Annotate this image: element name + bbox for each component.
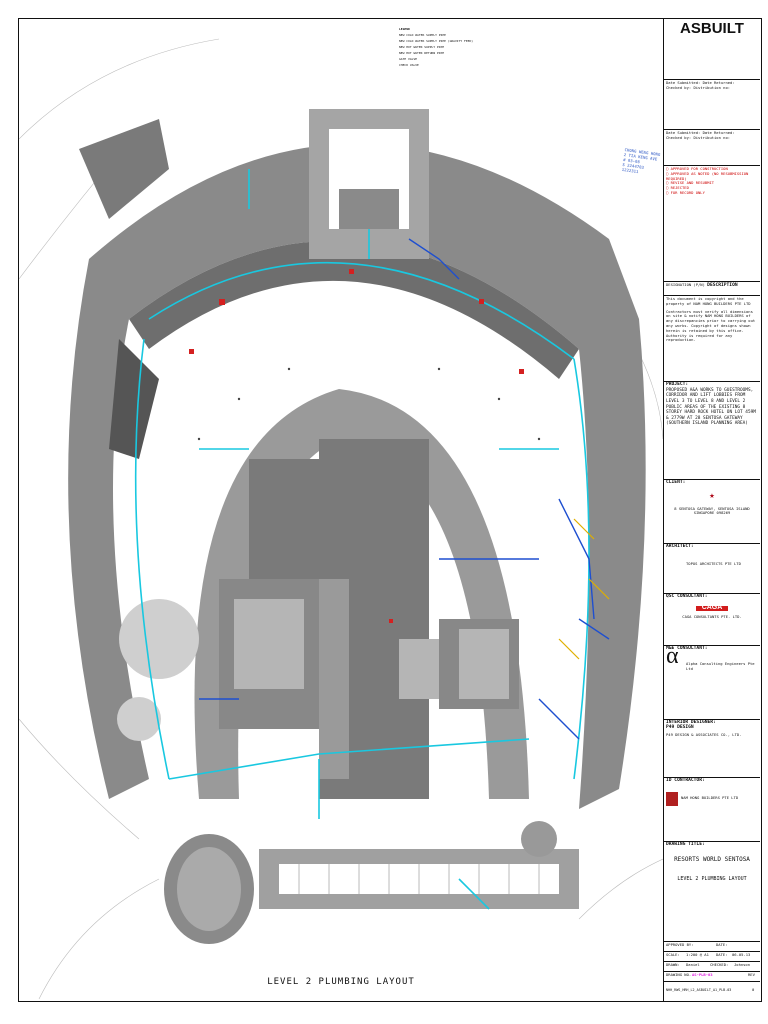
copyright-text: This document is copyright and the prope… bbox=[666, 296, 751, 306]
checked-label: Checked by: bbox=[666, 134, 692, 140]
contractor-box: ID CONTRACTOR: NAM HONG BUILDERS PTE LTD bbox=[664, 777, 760, 841]
interior-box: INTERIOR DESIGNER: P49 DESIGN P49 DESIGN… bbox=[664, 719, 760, 777]
drawing-title-box: DRAWING TITLE: RESORTS WORLD SENTOSA LEV… bbox=[664, 841, 760, 941]
qs-logo: CAGA bbox=[696, 604, 728, 611]
submission-box: Date Submitted: Date Returned: Checked b… bbox=[664, 79, 760, 119]
title-block: ASBUILT Date Submitted: Date Returned: C… bbox=[663, 19, 761, 1001]
drawing-no: AS-PLB-03 bbox=[692, 972, 713, 977]
alpha-logo-icon: α bbox=[666, 642, 679, 669]
mne-name: Alpha Consulting Engineers Pte Ltd bbox=[686, 660, 755, 671]
legend-item: NEW HOT WATER RETURN PIPE bbox=[399, 51, 445, 55]
architect-label: ARCHITECT: bbox=[666, 544, 694, 549]
check-value: Johnson bbox=[734, 962, 751, 967]
file-name: NHH_RWS_HRH_L2_ASBUILT_A1_PLB-03 bbox=[666, 988, 732, 992]
scale-value: 1:200 @ A1 bbox=[686, 952, 709, 957]
legend-item: CHECK VALVE bbox=[399, 63, 419, 67]
drawing-project: RESORTS WORLD SENTOSA bbox=[674, 855, 750, 863]
project-text: PROPOSED A&A WORKS TO GUESTROOMS, CORRID… bbox=[666, 387, 756, 427]
designation-label: DESIGNATION (P/N) bbox=[666, 282, 705, 287]
file-row: NHH_RWS_HRH_L2_ASBUILT_A1_PLB-03 0 bbox=[664, 981, 760, 1001]
returned-label: Date Returned: bbox=[702, 80, 735, 85]
legend-item: NEW HOT WATER SUPPLY PIPE bbox=[399, 45, 445, 49]
check-label: REJECTED bbox=[670, 185, 689, 191]
drawing-title-label: DRAWING TITLE: bbox=[666, 842, 705, 847]
check-label: APPROVED FOR CONSTRUCTION bbox=[670, 166, 728, 171]
check-item: ▢ REJECTED bbox=[666, 185, 689, 191]
check-label: APPROVED AS NOTED (NO RESUBMISSION REQUI… bbox=[666, 170, 749, 181]
notes-box: This document is copyright and the prope… bbox=[664, 295, 760, 381]
notes-text: Contractors must verify all dimensions o… bbox=[666, 308, 756, 343]
check-label: FOR RECORD ONLY bbox=[670, 189, 705, 195]
client-label: CLIENT: bbox=[666, 480, 686, 485]
qs-box: QSC CONSULTANT: CAGA CAGA CONSULTANTS PT… bbox=[664, 593, 760, 645]
revisions-header: DESCRIPTION bbox=[707, 283, 738, 288]
check-item: ▢ REVISE AND RESUBMIT bbox=[666, 180, 715, 186]
check-item: ▢ APPROVED FOR CONSTRUCTION bbox=[666, 166, 728, 171]
submitted-label: Date Submitted: bbox=[666, 80, 701, 85]
plan-title: LEVEL 2 PLUMBING LAYOUT bbox=[267, 977, 415, 987]
status-asbuilt: ASBUILT bbox=[680, 20, 744, 37]
project-label: PROJECT: bbox=[666, 382, 689, 387]
scale-row: SCALE: 1:200 @ A1 DATE: 06-05-13 bbox=[664, 951, 760, 961]
contractor-label: ID CONTRACTOR: bbox=[666, 778, 705, 783]
check-label: CHECKED: bbox=[710, 962, 729, 967]
date-value: 06-05-13 bbox=[732, 952, 751, 957]
legend-item: GATE VALVE bbox=[399, 57, 418, 61]
rev-value: 0 bbox=[752, 987, 755, 992]
floor-plan-drawing bbox=[19, 38, 663, 1000]
drawing-no-row: DRAWING NO. AS-PLB-03 REV bbox=[664, 971, 760, 981]
client-logo-icon: ★ bbox=[709, 490, 715, 501]
returned-label: Date Returned: bbox=[702, 130, 735, 135]
approval-row: APPROVED BY: DATE: bbox=[664, 941, 760, 951]
qs-label: QSC CONSULTANT: bbox=[666, 594, 708, 599]
approved-by-label: APPROVED BY: bbox=[666, 942, 694, 947]
submitted-label: Date Submitted: bbox=[666, 130, 701, 135]
scale-label: SCALE: bbox=[666, 952, 680, 957]
contractor-logo-icon bbox=[666, 791, 678, 806]
rev-label: REV bbox=[748, 972, 755, 977]
mne-label: M&E CONSULTANT: bbox=[666, 646, 708, 651]
checked-label: Checked by: bbox=[666, 84, 692, 90]
project-box: PROJECT: PROPOSED A&A WORKS TO GUESTROOM… bbox=[664, 381, 760, 479]
client-address: 8 SENTOSA GATEWAY, SENTOSA ISLAND SINGAP… bbox=[674, 505, 750, 516]
approval-checks: ▢ APPROVED FOR CONSTRUCTION ▢ APPROVED A… bbox=[664, 165, 760, 249]
drawn-row: DRAWN: Daniel CHECKED: Johnson bbox=[664, 961, 760, 971]
qs-name: CAGA CONSULTANTS PTE. LTD. bbox=[682, 613, 742, 619]
id-sub: P49 DESIGN bbox=[666, 724, 694, 730]
check-label: REVISE AND RESUBMIT bbox=[670, 180, 715, 186]
legend-title: LEGEND bbox=[399, 27, 410, 31]
drawing-name: LEVEL 2 PLUMBING LAYOUT bbox=[677, 875, 747, 882]
mne-box: M&E CONSULTANT: α Alpha Consulting Engin… bbox=[664, 642, 760, 719]
id-label: INTERIOR DESIGNER: bbox=[666, 720, 716, 725]
client-box: CLIENT: ★ 8 SENTOSA GATEWAY, SENTOSA ISL… bbox=[664, 479, 760, 543]
check-item: ▢ FOR RECORD ONLY bbox=[666, 189, 705, 195]
id-name: P49 DESIGN & ASSOCIATES CO., LTD. bbox=[666, 731, 742, 737]
contractor-name: NAM HONG BUILDERS PTE LTD bbox=[681, 795, 739, 801]
legend-item: NEW COLD WATER SUPPLY PIPE (GRAVITY FEED… bbox=[399, 39, 474, 43]
drawing-no-label: DRAWING NO. bbox=[666, 972, 692, 977]
check-item: ▢ APPROVED AS NOTED (NO RESUBMISSION REQ… bbox=[666, 170, 749, 181]
legend-item: NEW COLD WATER SUPPLY PIPE bbox=[399, 33, 446, 37]
drawn-value: Daniel bbox=[686, 962, 700, 967]
distribution-label: Distribution no: bbox=[693, 134, 731, 140]
date-label: DATE: bbox=[716, 942, 728, 947]
distribution-label: Distribution no: bbox=[693, 84, 731, 90]
legend: LEGEND NEW COLD WATER SUPPLY PIPE NEW CO… bbox=[399, 27, 659, 87]
architect-name: TOPOS ARCHITECTS PTE LTD bbox=[686, 560, 741, 566]
date-label: DATE: bbox=[716, 952, 728, 957]
floor-plan: LEGEND NEW COLD WATER SUPPLY PIPE NEW CO… bbox=[19, 19, 663, 1001]
architect-box: ARCHITECT: TOPOS ARCHITECTS PTE LTD bbox=[664, 543, 760, 593]
submission-box-2: Date Submitted: Date Returned: Checked b… bbox=[664, 129, 760, 163]
contractor-logo-row: NAM HONG BUILDERS PTE LTD bbox=[666, 791, 758, 806]
revision-header: DESIGNATION (P/N) DESCRIPTION bbox=[664, 281, 760, 295]
drawn-label: DRAWN: bbox=[666, 962, 680, 967]
drawing-sheet: LEGEND NEW COLD WATER SUPPLY PIPE NEW CO… bbox=[18, 18, 762, 1002]
